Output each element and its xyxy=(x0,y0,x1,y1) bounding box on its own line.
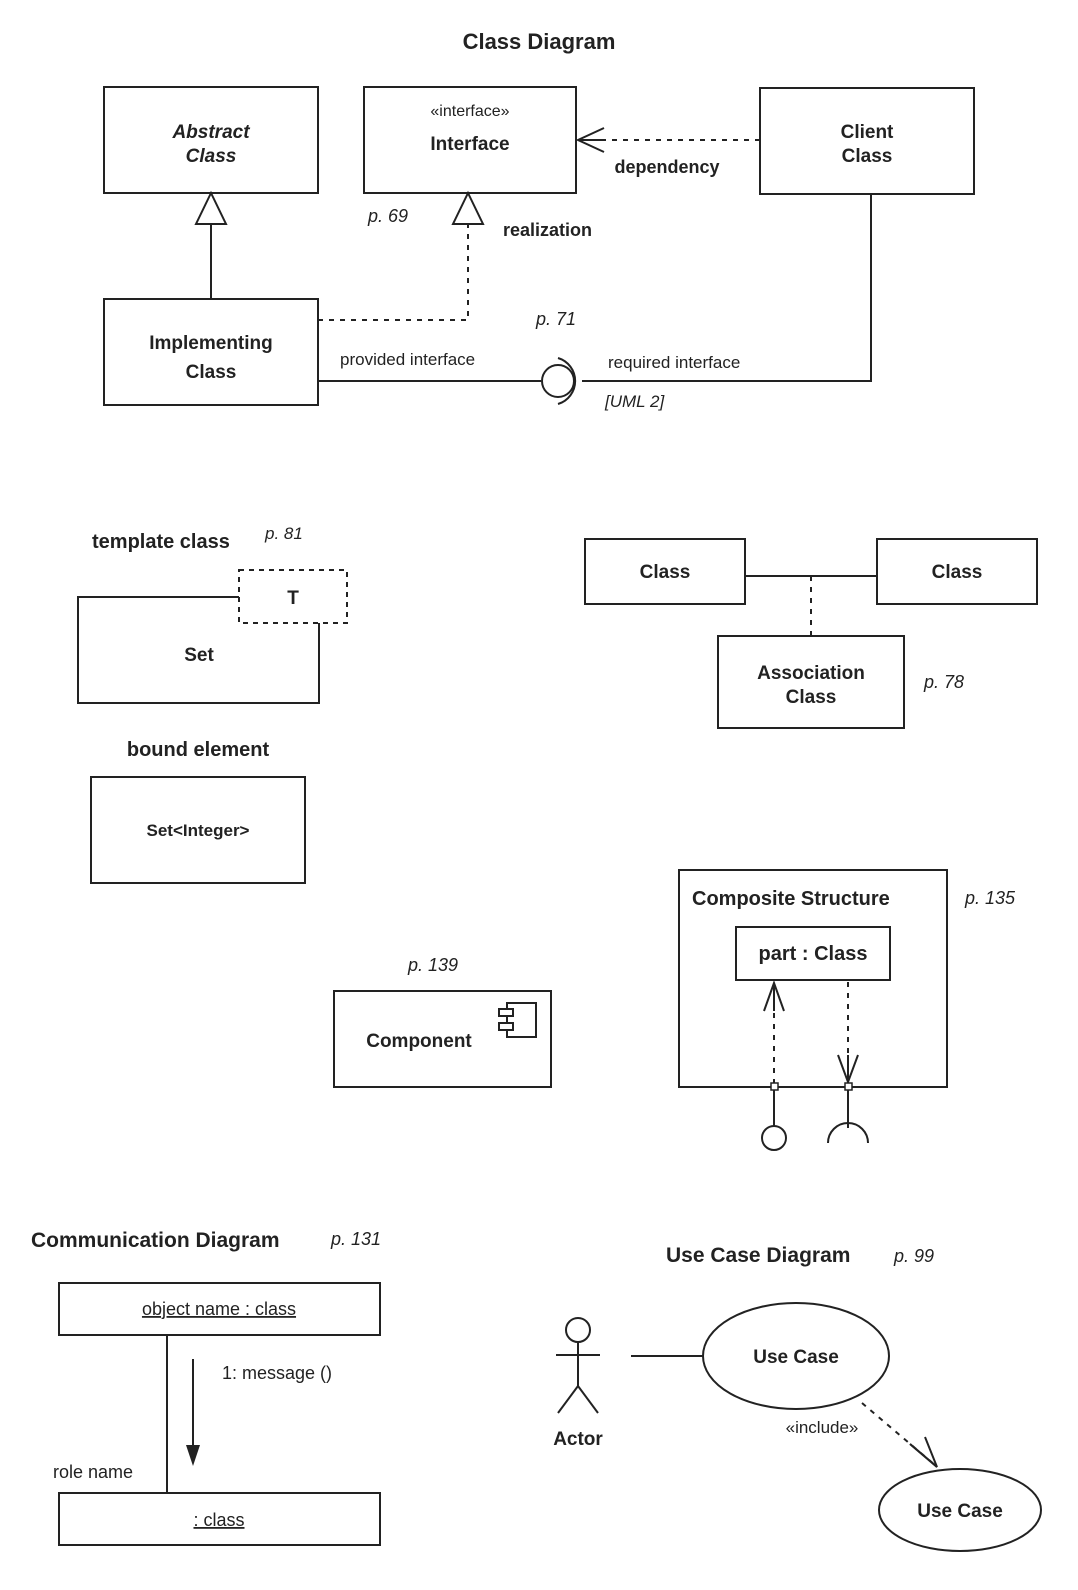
client-class-box: Client Class xyxy=(759,87,975,195)
bound-element-name: Set<Integer> xyxy=(147,821,250,840)
part-box xyxy=(735,926,891,981)
bound-element-label: bound element xyxy=(127,739,270,761)
required-port xyxy=(827,982,869,1144)
object-bottom-box: : class xyxy=(58,1492,381,1546)
implementing-class-line2: Class xyxy=(186,362,237,383)
interface-stereotype: «interface» xyxy=(430,103,509,120)
page-71: p. 71 xyxy=(535,309,576,329)
include-arrow xyxy=(861,1402,938,1468)
template-class-box: T Set xyxy=(77,569,348,704)
page-69: p. 69 xyxy=(367,206,408,226)
use-case-1-label: Use Case xyxy=(753,1347,839,1368)
implementing-class-line1: Implementing xyxy=(149,333,273,354)
provided-interface-label: provided interface xyxy=(340,350,475,369)
template-page: p. 81 xyxy=(264,524,303,543)
provided-port xyxy=(761,980,787,1151)
association-class-line1: Association xyxy=(757,663,865,684)
message-arrow xyxy=(186,1359,200,1466)
composite-structure-box: Composite Structure part : Class xyxy=(678,869,948,1088)
association-left-label: Class xyxy=(640,562,691,583)
template-class-name: Set xyxy=(184,645,214,666)
realization-arrow xyxy=(318,190,485,321)
abstract-class-line1: Abstract xyxy=(171,122,250,143)
association-class-box: Association Class xyxy=(717,635,905,729)
object-top-box: object name : class xyxy=(58,1282,381,1336)
interface-name: Interface xyxy=(430,134,509,155)
object-bottom-label: : class xyxy=(193,1510,244,1530)
abstract-class-line2: Class xyxy=(186,146,237,167)
bound-element-box: Set<Integer> xyxy=(90,776,306,884)
template-param: T xyxy=(287,588,299,609)
use-case-title: Use Case Diagram xyxy=(666,1244,850,1267)
component-box: Component xyxy=(333,990,552,1088)
dependency-arrow xyxy=(575,127,760,153)
implementing-class-box: Implementing Class xyxy=(103,298,319,406)
required-interface-label: required interface xyxy=(608,353,740,372)
use-case-page: p. 99 xyxy=(893,1246,934,1266)
use-case-2-label: Use Case xyxy=(917,1501,1003,1522)
component-page: p. 139 xyxy=(407,955,458,975)
composite-title: Composite Structure xyxy=(692,888,890,910)
interface-ball-socket xyxy=(318,194,872,405)
actor-figure xyxy=(556,1317,600,1414)
use-case-2: Use Case xyxy=(878,1468,1042,1552)
composite-page: p. 135 xyxy=(964,888,1016,908)
template-class-label: template class xyxy=(92,531,230,553)
communication-page: p. 131 xyxy=(330,1229,381,1249)
class-diagram-title: Class Diagram xyxy=(463,29,616,54)
association-class-line2: Class xyxy=(786,687,837,708)
use-case-1: Use Case xyxy=(702,1302,890,1410)
client-class-line2: Class xyxy=(842,146,893,167)
association-page: p. 78 xyxy=(923,672,964,692)
component-name: Component xyxy=(366,1031,472,1052)
realization-label: realization xyxy=(503,220,592,240)
client-class-line1: Client xyxy=(841,122,894,143)
actor-label: Actor xyxy=(553,1429,603,1450)
association-class-left: Class xyxy=(584,538,746,605)
dependency-label: dependency xyxy=(614,157,719,177)
abstract-class-box: Abstract Class xyxy=(103,86,319,194)
uml2-label: [UML 2] xyxy=(604,392,665,411)
generalization-arrow xyxy=(194,190,228,299)
interface-box: «interface» Interface xyxy=(363,86,577,194)
part-label: part : Class xyxy=(759,943,868,965)
association-right-label: Class xyxy=(932,562,983,583)
object-top-label: object name : class xyxy=(142,1299,296,1319)
component-icon xyxy=(498,1002,537,1038)
include-label: «include» xyxy=(786,1418,859,1437)
communication-title: Communication Diagram xyxy=(31,1229,280,1252)
message-label: 1: message () xyxy=(222,1363,332,1383)
association-class-right: Class xyxy=(876,538,1038,605)
role-name-label: role name xyxy=(53,1462,133,1482)
